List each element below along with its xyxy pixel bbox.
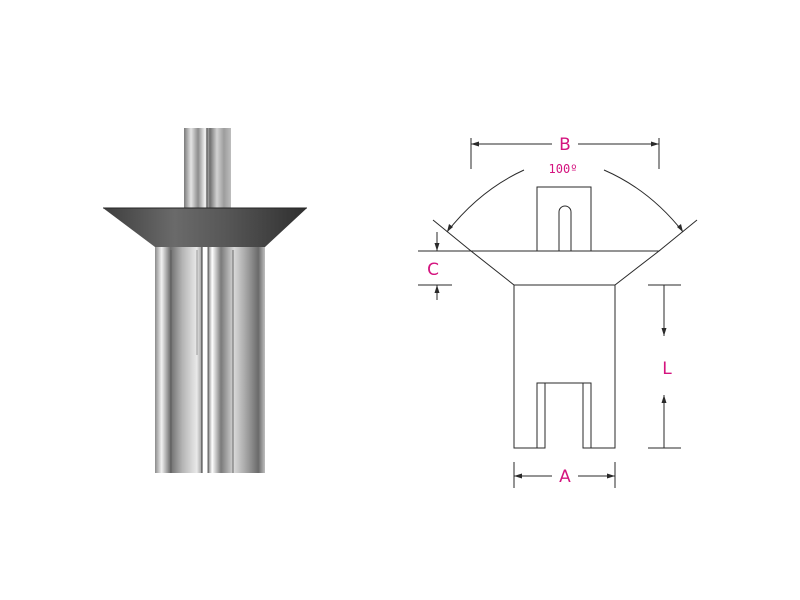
drawing-body bbox=[513, 285, 616, 449]
drawing-head bbox=[469, 250, 661, 286]
drawing-pin-slot bbox=[558, 205, 572, 251]
rivet-head bbox=[103, 208, 307, 247]
angle-arc-left bbox=[446, 169, 525, 233]
drawing-pin bbox=[536, 186, 592, 252]
rivet-drawing bbox=[418, 138, 698, 488]
rivet-body bbox=[155, 247, 265, 473]
angle-arc-right bbox=[603, 169, 684, 233]
dim-label-b: B bbox=[559, 135, 571, 155]
angle-label: 100º bbox=[549, 162, 578, 176]
rivet-slot bbox=[202, 247, 208, 473]
dim-label-a: A bbox=[559, 467, 571, 487]
dim-label-c: C bbox=[427, 260, 439, 280]
rivet-render bbox=[103, 128, 307, 473]
dim-label-l: L bbox=[662, 359, 672, 379]
